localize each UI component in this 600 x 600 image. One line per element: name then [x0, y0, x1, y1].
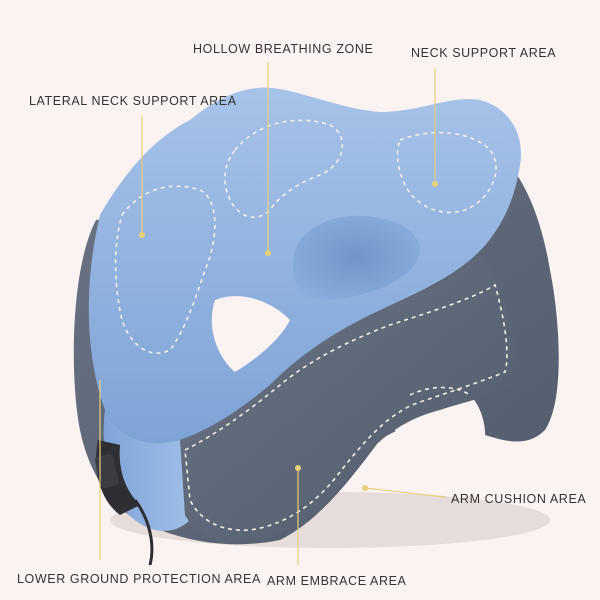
- label-arm-embrace-area: ARM EMBRACE AREA: [267, 574, 407, 588]
- strap-buckle: [94, 440, 154, 566]
- leader-lines: [99, 62, 446, 565]
- leader-dots: [139, 181, 438, 491]
- label-hollow-breathing-zone: HOLLOW BREATHING ZONE: [193, 42, 374, 56]
- breathing-hole: [292, 215, 420, 300]
- pillow-u-gap: [211, 296, 290, 372]
- label-arm-cushion-area: ARM CUSHION AREA: [451, 492, 587, 506]
- pillow-front-arm-panel: [180, 255, 520, 542]
- stitching-lines: [114, 119, 508, 531]
- label-neck-support-area: NECK SUPPORT AREA: [411, 46, 557, 60]
- label-lateral-neck-support-area: LATERAL NECK SUPPORT AREA: [29, 94, 237, 108]
- label-lower-ground-protection-area: LOWER GROUND PROTECTION AREA: [17, 572, 261, 586]
